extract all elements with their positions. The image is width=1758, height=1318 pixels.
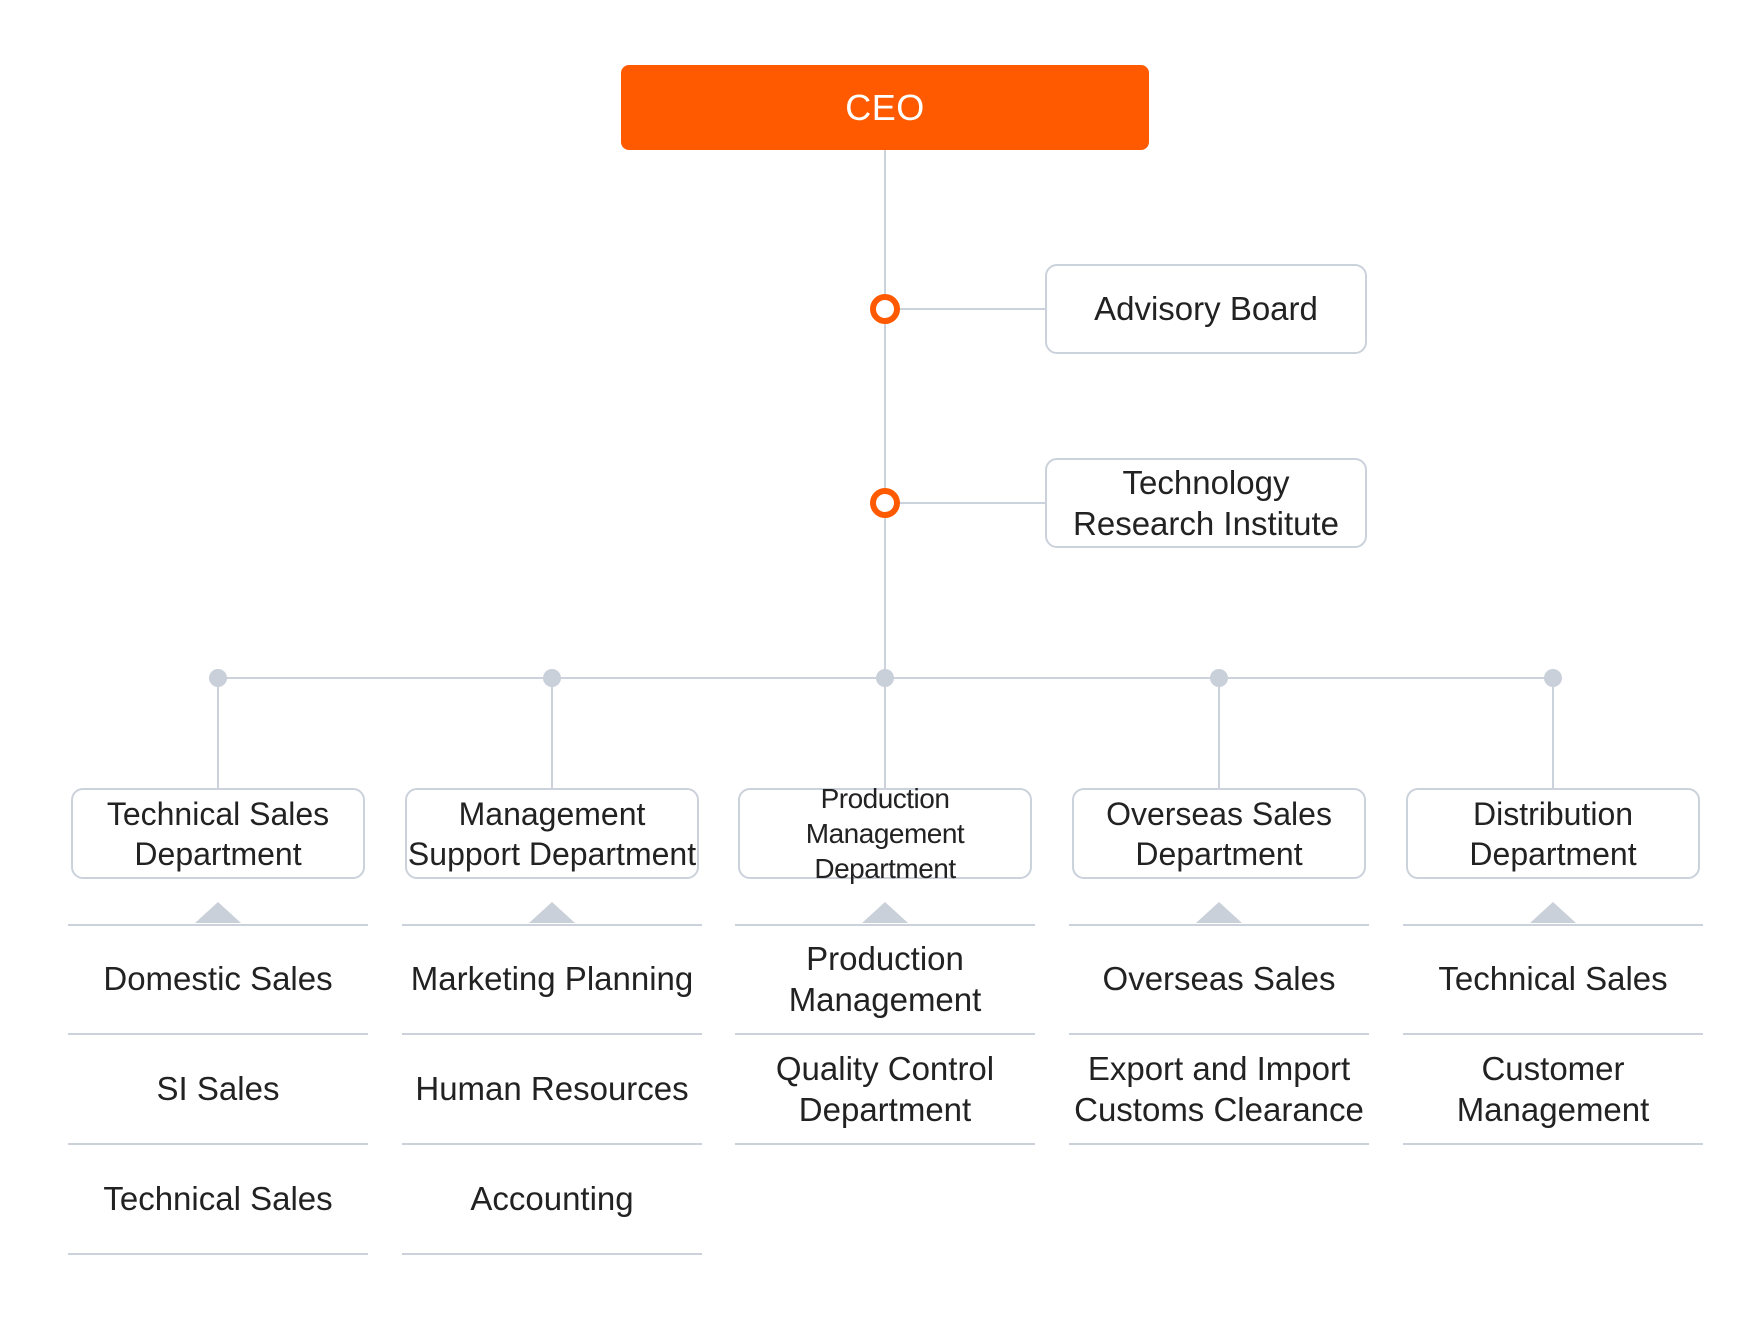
research-institute-box: Technology Research Institute: [1045, 458, 1367, 548]
list-item: Marketing Planning: [402, 925, 702, 1035]
list-top-rule: [1069, 924, 1369, 926]
dept-label: Overseas Sales Department: [1106, 795, 1332, 872]
list-item: Production Management: [735, 925, 1035, 1035]
list-item: Export and Import Customs Clearance: [1069, 1035, 1369, 1145]
sub-list-technical-sales: Domestic Sales SI Sales Technical Sales: [68, 924, 368, 1255]
sub-list-production-management: Production Management Quality Control De…: [735, 924, 1035, 1145]
research-node: [870, 488, 900, 518]
list-top-rule: [68, 924, 368, 926]
list-top-rule: [402, 924, 702, 926]
list-item: Domestic Sales: [68, 925, 368, 1035]
ceo-box: CEO: [621, 65, 1149, 150]
advisory-board-label: Advisory Board: [1094, 290, 1318, 328]
list-item: Quality Control Department: [735, 1035, 1035, 1145]
research-institute-label: Technology Research Institute: [1073, 463, 1339, 542]
sub-list-overseas-sales: Overseas Sales Export and Import Customs…: [1069, 924, 1369, 1145]
junction-dot-2: [543, 669, 561, 687]
dept-label: Management Support Department: [407, 795, 697, 872]
dept-box-overseas-sales: Overseas Sales Department: [1072, 788, 1366, 879]
sub-list-distribution: Technical Sales Customer Management: [1403, 924, 1703, 1145]
junction-dot-4: [1210, 669, 1228, 687]
junction-dot-1: [209, 669, 227, 687]
triangle-2: [529, 902, 575, 923]
dept-label: Distribution Department: [1469, 795, 1637, 872]
triangle-3: [862, 902, 908, 923]
dept-box-production-management: Production Management Department: [738, 783, 1032, 884]
junction-dot-3: [876, 669, 894, 687]
dept-box-management-support: Management Support Department: [405, 788, 699, 879]
list-item: Human Resources: [402, 1035, 702, 1145]
dept-label: Production Management Department: [805, 783, 965, 884]
ceo-label: CEO: [845, 86, 925, 128]
sub-list-management-support: Marketing Planning Human Resources Accou…: [402, 924, 702, 1255]
advisory-board-box: Advisory Board: [1045, 264, 1367, 354]
triangle-5: [1530, 902, 1576, 923]
junction-dot-5: [1544, 669, 1562, 687]
dept-label: Technical Sales Department: [106, 795, 330, 872]
list-item: Technical Sales: [1403, 925, 1703, 1035]
dept-box-distribution: Distribution Department: [1406, 788, 1700, 879]
dept-box-technical-sales: Technical Sales Department: [71, 788, 365, 879]
list-item: Customer Management: [1403, 1035, 1703, 1145]
list-item: Technical Sales: [68, 1145, 368, 1255]
list-item: SI Sales: [68, 1035, 368, 1145]
triangle-4: [1196, 902, 1242, 923]
advisory-node: [870, 294, 900, 324]
list-top-rule: [735, 924, 1035, 926]
triangle-1: [195, 902, 241, 923]
list-item: Overseas Sales: [1069, 925, 1369, 1035]
list-item: Accounting: [402, 1145, 702, 1255]
list-top-rule: [1403, 924, 1703, 926]
